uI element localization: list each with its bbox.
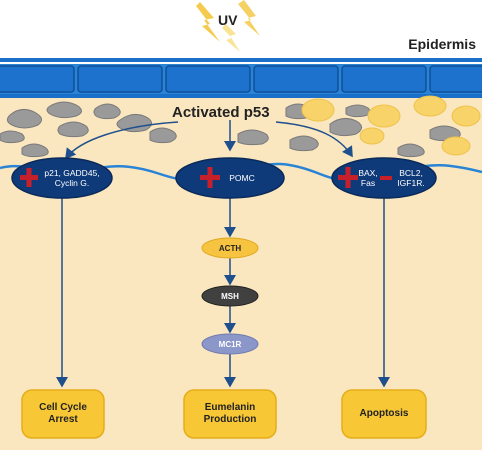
- regulation-marks: [20, 167, 392, 188]
- node-right-right1: BCL2,: [399, 168, 423, 178]
- minus-icon: [380, 176, 392, 180]
- node-center-text: POMC: [229, 173, 255, 183]
- step-acth-oval: [201, 237, 259, 259]
- plus-icon: [207, 167, 213, 188]
- step-msh-oval: [201, 285, 259, 307]
- vesicles: [301, 95, 481, 156]
- step-msh-label: MSH: [221, 292, 239, 301]
- sky-area: [0, 0, 482, 60]
- outcome-left-line1: Cell Cycle: [39, 402, 87, 413]
- node-right-right2: IGF1R.: [397, 178, 425, 188]
- node-right-right-text: BCL2, IGF1R.: [392, 168, 430, 188]
- outcome-center-box: [183, 389, 277, 439]
- outcome-center-line1: Eumelanin: [204, 402, 256, 413]
- outcome-left-line2: Arrest: [48, 414, 78, 425]
- node-left-line1: p21, GADD45,: [44, 168, 100, 178]
- activated-p53-label: Activated p53: [172, 104, 270, 121]
- melanin-granules: [0, 101, 461, 158]
- outcome-center-text: Eumelanin Production: [184, 402, 276, 426]
- outcome-right-text: Apoptosis: [359, 408, 409, 419]
- step-mc1r-oval: [201, 333, 259, 355]
- step-acth-label: ACTH: [218, 244, 242, 253]
- uv-lightning-icon: [196, 0, 260, 52]
- node-left-text: p21, GADD45, Cyclin G.: [36, 168, 108, 188]
- outcome-left-box: [21, 389, 105, 439]
- uv-label: UV: [218, 12, 238, 28]
- outcome-left-text: Cell Cycle Arrest: [22, 402, 104, 426]
- node-left-line2: Cyclin G.: [54, 178, 90, 188]
- plus-icon: [26, 168, 32, 187]
- node-center-ellipse: [175, 157, 285, 199]
- outcome-right-box: [341, 389, 427, 439]
- outcome-center-line2: Production: [203, 414, 257, 425]
- epidermis-label: Epidermis: [408, 36, 476, 52]
- node-right-left-text: BAX, Fas: [356, 168, 380, 188]
- node-left-ellipse: [11, 157, 113, 199]
- plus-icon: [345, 167, 351, 188]
- hub-arrows: [65, 120, 353, 160]
- epidermis-band: [0, 58, 482, 98]
- node-right-left2: Fas: [360, 178, 376, 188]
- pathway-arrows: [56, 196, 390, 388]
- step-mc1r-label: MC1R: [218, 340, 242, 349]
- node-right-left1: BAX,: [358, 168, 378, 178]
